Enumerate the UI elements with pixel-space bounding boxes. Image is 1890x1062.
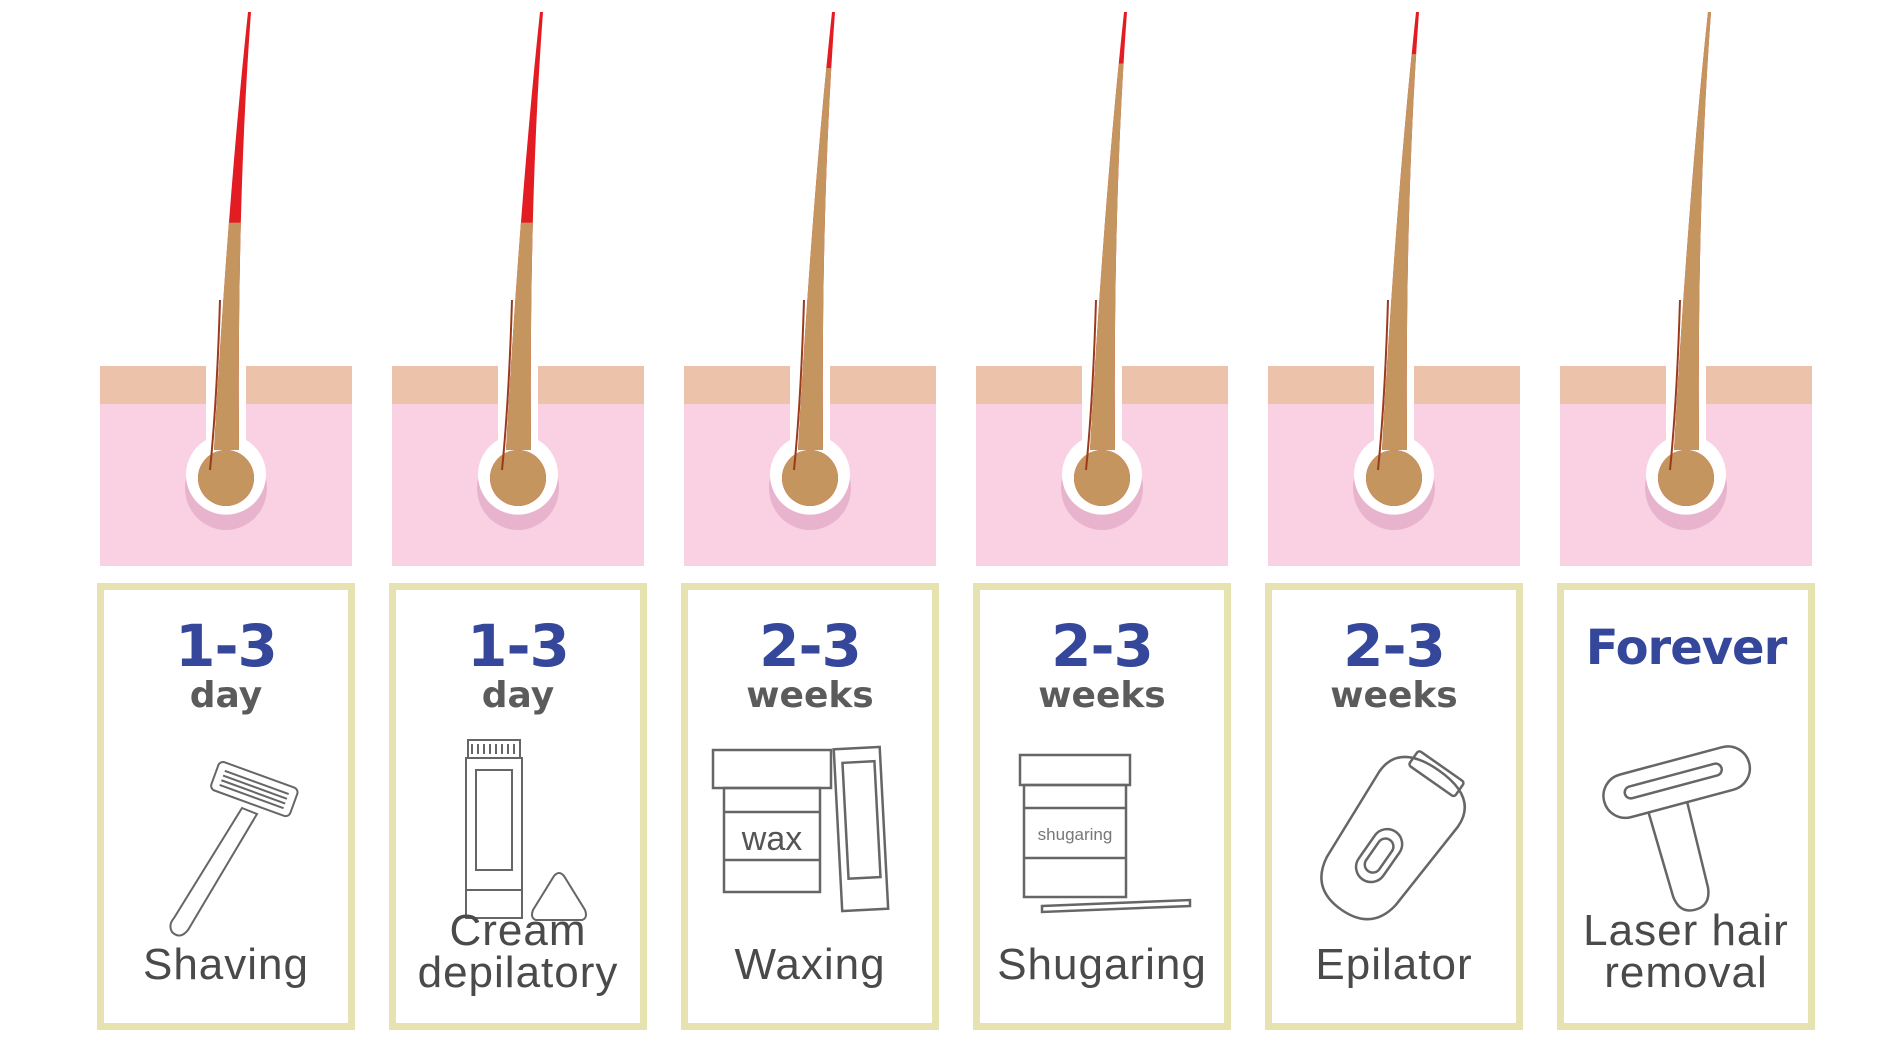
hair-strand xyxy=(198,12,254,506)
razor-icon xyxy=(169,761,299,937)
regrowth-duration: 2-3 xyxy=(1051,612,1154,680)
regrowth-duration: 2-3 xyxy=(759,612,862,680)
regrowth-duration: 1-3 xyxy=(467,612,570,680)
method-label-line: removal xyxy=(1604,948,1768,997)
hair-follicle-diagram xyxy=(976,12,1228,566)
method-label-line: Shaving xyxy=(142,940,309,989)
method-label-line: Epilator xyxy=(1315,940,1473,989)
cream-tube-icon xyxy=(465,739,587,921)
method-label: Waxing xyxy=(688,942,932,988)
method-label: Epilator xyxy=(1272,942,1516,988)
method-label-line: depilatory xyxy=(417,948,619,997)
hair-follicle-diagram xyxy=(392,12,644,566)
laser-device-icon xyxy=(1602,745,1752,912)
icon-text: wax xyxy=(741,820,802,858)
hair-follicle-diagram xyxy=(1268,12,1520,566)
method-label-line: Cream xyxy=(449,906,587,955)
hair-strand xyxy=(490,12,546,506)
duration-unit: weeks xyxy=(1330,675,1458,716)
hair-strand xyxy=(1366,12,1422,506)
sugar-jar-icon: shugaring xyxy=(1018,753,1192,914)
duration-unit: day xyxy=(481,675,555,716)
hair-strand xyxy=(1074,12,1130,506)
epilator-icon xyxy=(1320,750,1467,921)
method-label: Shaving xyxy=(104,942,348,988)
hair-strand xyxy=(782,12,838,506)
duration-unit: weeks xyxy=(746,675,874,716)
method-card: 1-3 day Shaving xyxy=(97,583,355,1030)
duration-unit: day xyxy=(189,675,263,716)
method-column: 2-3 weeks Epilator xyxy=(1265,0,1557,1062)
hair-follicle-diagram xyxy=(684,12,936,566)
method-card: shugaring 2-3 weeks Shugaring xyxy=(973,583,1231,1030)
method-column: wax 2-3 weeks Waxing xyxy=(681,0,973,1062)
regrowth-duration: 1-3 xyxy=(175,612,278,680)
method-card: wax 2-3 weeks Waxing xyxy=(681,583,939,1030)
hair-strand xyxy=(1658,12,1714,506)
wax-jar-icon: wax xyxy=(711,745,890,913)
method-column: shugaring 2-3 weeks Shugaring xyxy=(973,0,1265,1062)
regrowth-duration: Forever xyxy=(1585,620,1788,676)
method-label-line: Shugaring xyxy=(997,940,1207,989)
hair-follicle-diagram xyxy=(100,12,352,566)
method-column: 1-3 day Shaving xyxy=(97,0,389,1062)
method-label-line: Laser hair xyxy=(1583,906,1789,955)
method-label: Shugaring xyxy=(980,942,1224,988)
duration-unit: weeks xyxy=(1038,675,1166,716)
regrowth-duration: 2-3 xyxy=(1343,612,1446,680)
method-label-line: Waxing xyxy=(734,940,886,989)
hair-follicle-diagram xyxy=(1560,12,1812,566)
icon-text: shugaring xyxy=(1038,825,1113,844)
method-card: 2-3 weeks Epilator xyxy=(1265,583,1523,1030)
